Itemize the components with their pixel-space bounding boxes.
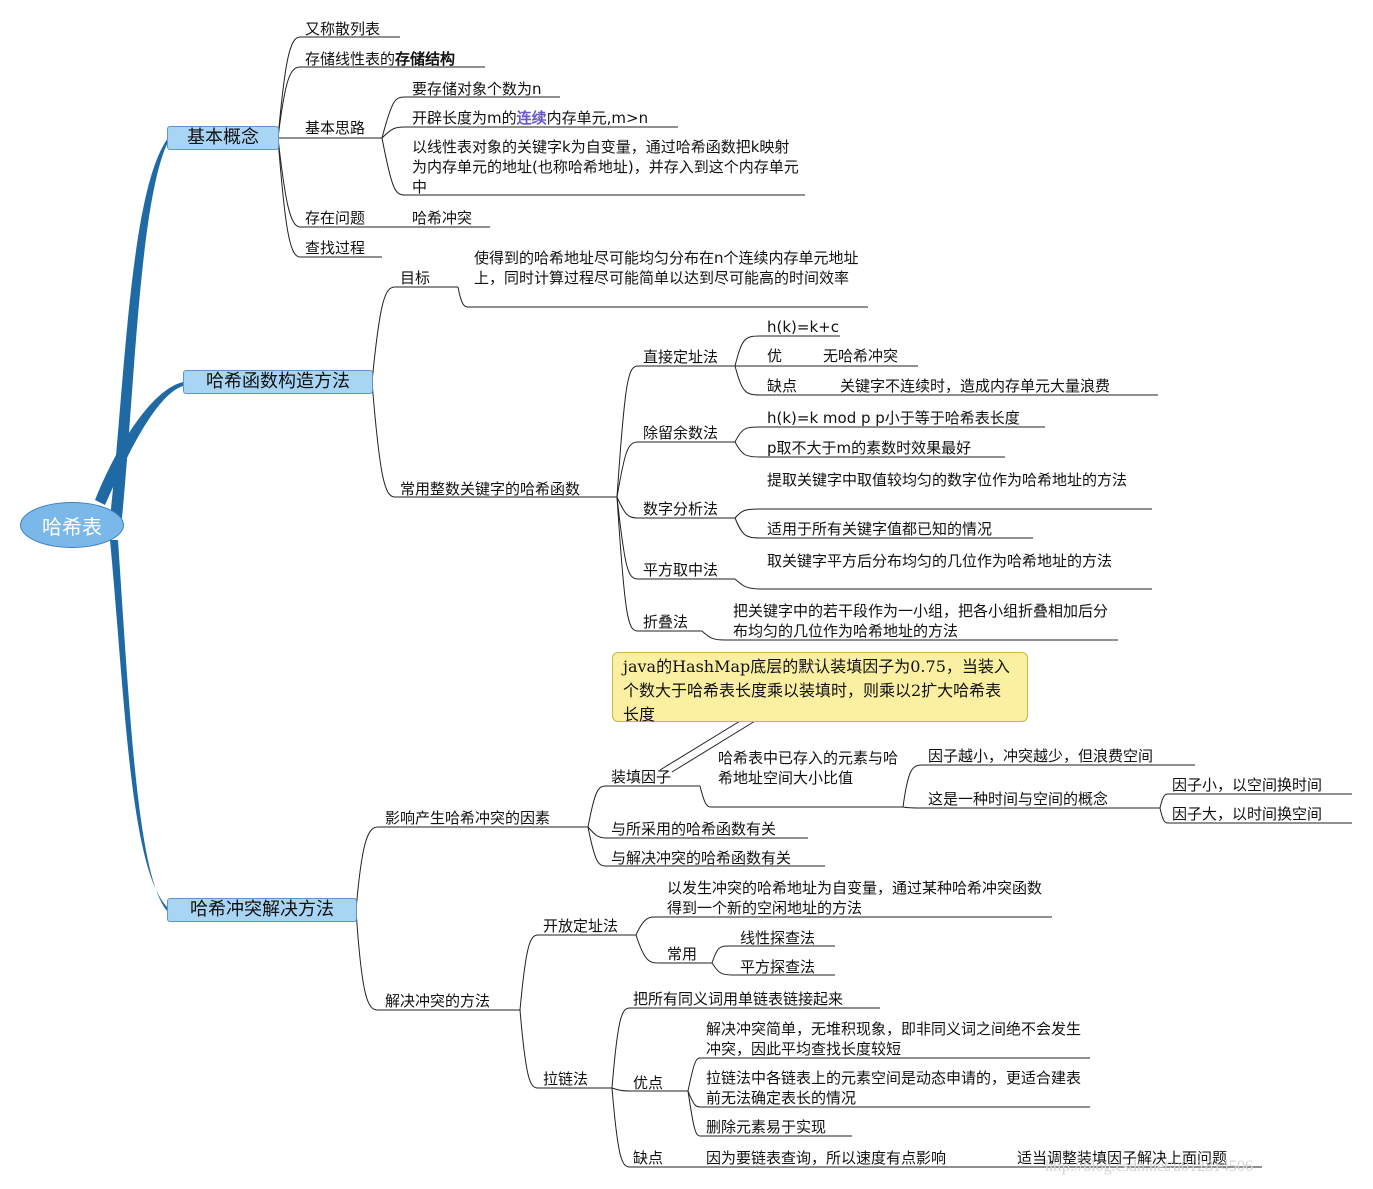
square-text[interactable]: 取关键字平方后分布均匀的几位作为哈希地址的方法 (767, 552, 1113, 570)
basic-alias[interactable]: 又称散列表 (305, 20, 381, 38)
concept-large[interactable]: 因子大，以时间换空间 (1172, 805, 1323, 823)
basic-storage-prefix: 存储线性表的 (305, 50, 396, 68)
concept-small[interactable]: 因子小，以空间换时间 (1172, 776, 1323, 794)
idea-item-1[interactable]: 要存储对象个数为n (412, 80, 542, 98)
idea-item-2-suffix: 内存单元,m>n (546, 109, 649, 127)
hashmap-note[interactable]: java的HashMap底层的默认装填因子为0.75，当装入个数大于哈希表长度乘… (612, 652, 1028, 724)
basic-storage-bold: 存储结构 (395, 50, 456, 68)
direct-pro-value[interactable]: 无哈希冲突 (823, 347, 899, 365)
branch-hash-function[interactable]: 哈希函数构造方法 (183, 370, 373, 394)
trunk-to-func (95, 382, 183, 505)
idea-item-2-highlight: 连续 (516, 109, 547, 127)
basic-storage[interactable]: 存储线性表的存储结构 (305, 49, 455, 69)
trunk-branches (95, 138, 183, 912)
thin-lines (277, 36, 1352, 1168)
mod-formula[interactable]: h(k)=k mod p p小于等于哈希表长度 (767, 409, 1020, 427)
load-desc[interactable]: 哈希表中已存入的元素与哈希地址空间大小比值 (718, 749, 899, 787)
trunk-to-conflict (110, 540, 168, 912)
method-digit[interactable]: 数字分析法 (643, 500, 719, 518)
direct-con-value[interactable]: 关键字不连续时，造成内存单元大量浪费 (840, 377, 1111, 395)
load-small[interactable]: 因子越小，冲突越少，但浪费空间 (928, 747, 1154, 765)
chain-con-1[interactable]: 因为要链表查询，所以速度有点影响 (706, 1149, 947, 1167)
chain-pro-1[interactable]: 解决冲突简单，无堆积现象，即非同义词之间绝不会发生冲突，因此平均查找长度较短 (706, 1020, 1082, 1058)
idea-item-2-prefix: 开辟长度为m的 (412, 109, 517, 127)
watermark: http://blog.csdn.net/u012814506 (1045, 1158, 1253, 1175)
factor-hashfunc[interactable]: 与所采用的哈希函数有关 (611, 820, 777, 838)
open-desc[interactable]: 以发生冲突的哈希地址为自变量，通过某种哈希冲突函数得到一个新的空闲地址的方法 (667, 879, 1043, 917)
branch-basic-concept[interactable]: 基本概念 (167, 126, 279, 150)
chain-pro-2[interactable]: 拉链法中各链表上的元素空间是动态申请的，更适合建表前无法确定表长的情况 (706, 1069, 1082, 1107)
open-linear[interactable]: 线性探查法 (740, 929, 816, 947)
method-fold[interactable]: 折叠法 (643, 613, 689, 631)
method-mod[interactable]: 除留余数法 (643, 424, 719, 442)
method-chain[interactable]: 拉链法 (543, 1070, 589, 1088)
idea-item-2[interactable]: 开辟长度为m的连续内存单元,m>n (412, 108, 648, 128)
chain-pros[interactable]: 优点 (633, 1074, 664, 1092)
factor-load[interactable]: 装填因子 (611, 768, 672, 786)
basic-idea[interactable]: 基本思路 (305, 119, 366, 137)
open-square[interactable]: 平方探查法 (740, 958, 816, 976)
chain-cons[interactable]: 缺点 (633, 1149, 664, 1167)
mod-tip[interactable]: p取不大于m的素数时效果最好 (767, 439, 972, 457)
trunk-to-basic (110, 138, 168, 518)
method-square[interactable]: 平方取中法 (643, 561, 719, 579)
root-node[interactable]: 哈希表 (20, 502, 124, 548)
conflict-factors[interactable]: 影响产生哈希冲突的因素 (385, 809, 551, 827)
basic-search[interactable]: 查找过程 (305, 239, 366, 257)
fold-text[interactable]: 把关键字中的若干段作为一小组，把各小组折叠相加后分布均匀的几位作为哈希地址的方法 (733, 602, 1109, 640)
direct-con-label[interactable]: 缺点 (767, 377, 798, 395)
func-common[interactable]: 常用整数关键字的哈希函数 (400, 480, 581, 498)
load-concept[interactable]: 这是一种时间与空间的概念 (928, 790, 1109, 808)
open-common[interactable]: 常用 (667, 945, 698, 963)
conflict-methods[interactable]: 解决冲突的方法 (385, 992, 491, 1010)
basic-problem[interactable]: 存在问题 (305, 209, 366, 227)
direct-pro-label[interactable]: 优 (767, 347, 783, 365)
chain-con-1-fix[interactable]: 适当调整装填因子解决上面问题 (1017, 1149, 1228, 1167)
basic-problem-value[interactable]: 哈希冲突 (412, 209, 473, 227)
chain-desc[interactable]: 把所有同义词用单链表链接起来 (633, 990, 844, 1008)
func-goal-text[interactable]: 使得到的哈希地址尽可能均匀分布在n个连续内存单元地址上，同时计算过程尽可能简单以… (474, 249, 859, 287)
func-goal[interactable]: 目标 (400, 269, 431, 287)
method-direct[interactable]: 直接定址法 (643, 348, 719, 366)
branch-conflict-resolution[interactable]: 哈希冲突解决方法 (167, 898, 357, 922)
digit-text-2[interactable]: 适用于所有关键字值都已知的情况 (767, 520, 993, 538)
digit-text-1[interactable]: 提取关键字中取值较均匀的数字位作为哈希地址的方法 (767, 471, 1128, 489)
idea-item-3[interactable]: 以线性表对象的关键字k为自变量，通过哈希函数把k映射为内存单元的地址(也称哈希地… (412, 138, 799, 196)
factor-resolve[interactable]: 与解决冲突的哈希函数有关 (611, 849, 792, 867)
direct-formula[interactable]: h(k)=k+c (767, 318, 839, 336)
method-open[interactable]: 开放定址法 (543, 917, 619, 935)
chain-pro-3[interactable]: 删除元素易于实现 (706, 1118, 827, 1136)
